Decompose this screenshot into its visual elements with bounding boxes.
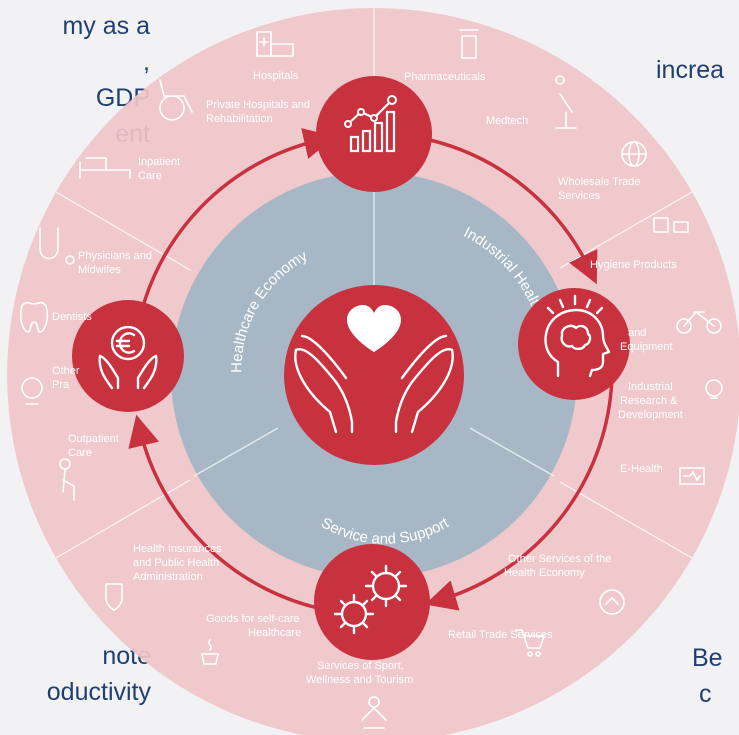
lightbulb-icon [705,379,723,399]
stethoscope-icon [39,227,75,265]
practice-icon [21,377,43,405]
corner-text-bottom-left: note oductivity [46,642,151,706]
label-dentists: Dentists [52,311,92,323]
center-circle [284,285,464,465]
label-equipment: and [628,327,646,339]
label-wholesale-line2: Services [558,190,601,202]
label-ehealth: E-Health [620,463,663,475]
globe-trade-icon [621,141,647,167]
label-private-hospitals-line2: Rehabilitation [206,113,273,125]
label-sport-line2: Wellness and Tourism [306,674,413,686]
hygiene-products-icon [653,217,689,233]
medicine-bottle-icon [459,29,479,59]
right-node [518,288,630,400]
wheelchair-icon [159,79,193,121]
service-hand-icon [599,589,625,615]
corner-text-top-right: increa [656,56,725,84]
cup-icon [201,639,219,665]
ehealth-screen-icon [679,467,705,485]
top-node [316,76,432,192]
left-node [72,300,184,412]
label-pharmaceuticals: Pharmaceuticals [404,71,486,83]
brain-head-icon [544,294,611,378]
label-sport: Services of Sport, [317,660,404,672]
label-physicians-line2: Midwifes [78,264,121,276]
arrow-top-to-right [429,138,598,285]
microscope-icon [555,75,577,129]
euro-coin-hands-icon [98,325,158,390]
label-other-practices: Other [52,365,80,377]
label-other-practices-line2: Pra [52,379,70,391]
label-outpatient-care: Outpatient [68,433,119,445]
label-other-services-line2: Health Economy [504,567,585,579]
label-research-line2: Research & [620,395,678,407]
hospital-building-icon [256,31,294,57]
label-inpatient-care-line2: Care [138,170,162,182]
label-medtech: Medtech [486,115,528,127]
label-outpatient-care-line2: Care [68,447,92,459]
tooth-icon [19,301,49,333]
shopping-cart-icon [515,629,545,657]
label-other-services: Other Services of the [508,553,611,565]
label-equipment-line2: Equipment [620,341,673,353]
label-inpatient-care: Inpatient [138,156,180,168]
bottom-node [314,544,430,660]
label-physicians: Physicians and [78,250,152,262]
growth-chart-icon [344,95,397,153]
label-research: Industrial [628,381,673,393]
label-insurance-line2: and Public Health [133,557,219,569]
heart-in-hands-icon [294,305,454,434]
elderly-icon [59,458,75,501]
hospital-bed-icon [79,157,131,179]
meditation-icon [361,696,387,729]
label-self-care: Goods for self-care [206,613,300,625]
label-self-care-line2: Healthcare [248,627,301,639]
sector-icons [19,29,723,729]
label-private-hospitals: Private Hospitals and [206,99,310,111]
label-hospitals: Hospitals [253,70,299,82]
label-hygiene: Hygiene Products [590,259,677,271]
sector-labels: Hospitals Private Hospitals and Rehabili… [52,70,683,686]
arrow-right-to-bottom [424,374,614,611]
corner-text-bottom-right: Be c [692,644,723,708]
arrow-bottom-to-left [128,414,319,610]
label-insurance-line3: Administration [133,571,203,583]
label-retail: Retail Trade Services [448,629,553,641]
shield-icon [105,583,123,611]
label-insurance: Health Insurances [133,543,222,555]
gears-icon [333,564,408,635]
bicycle-icon [676,311,722,334]
label-wholesale: Wholesale Trade [558,176,641,188]
label-research-line3: Development [618,409,683,421]
